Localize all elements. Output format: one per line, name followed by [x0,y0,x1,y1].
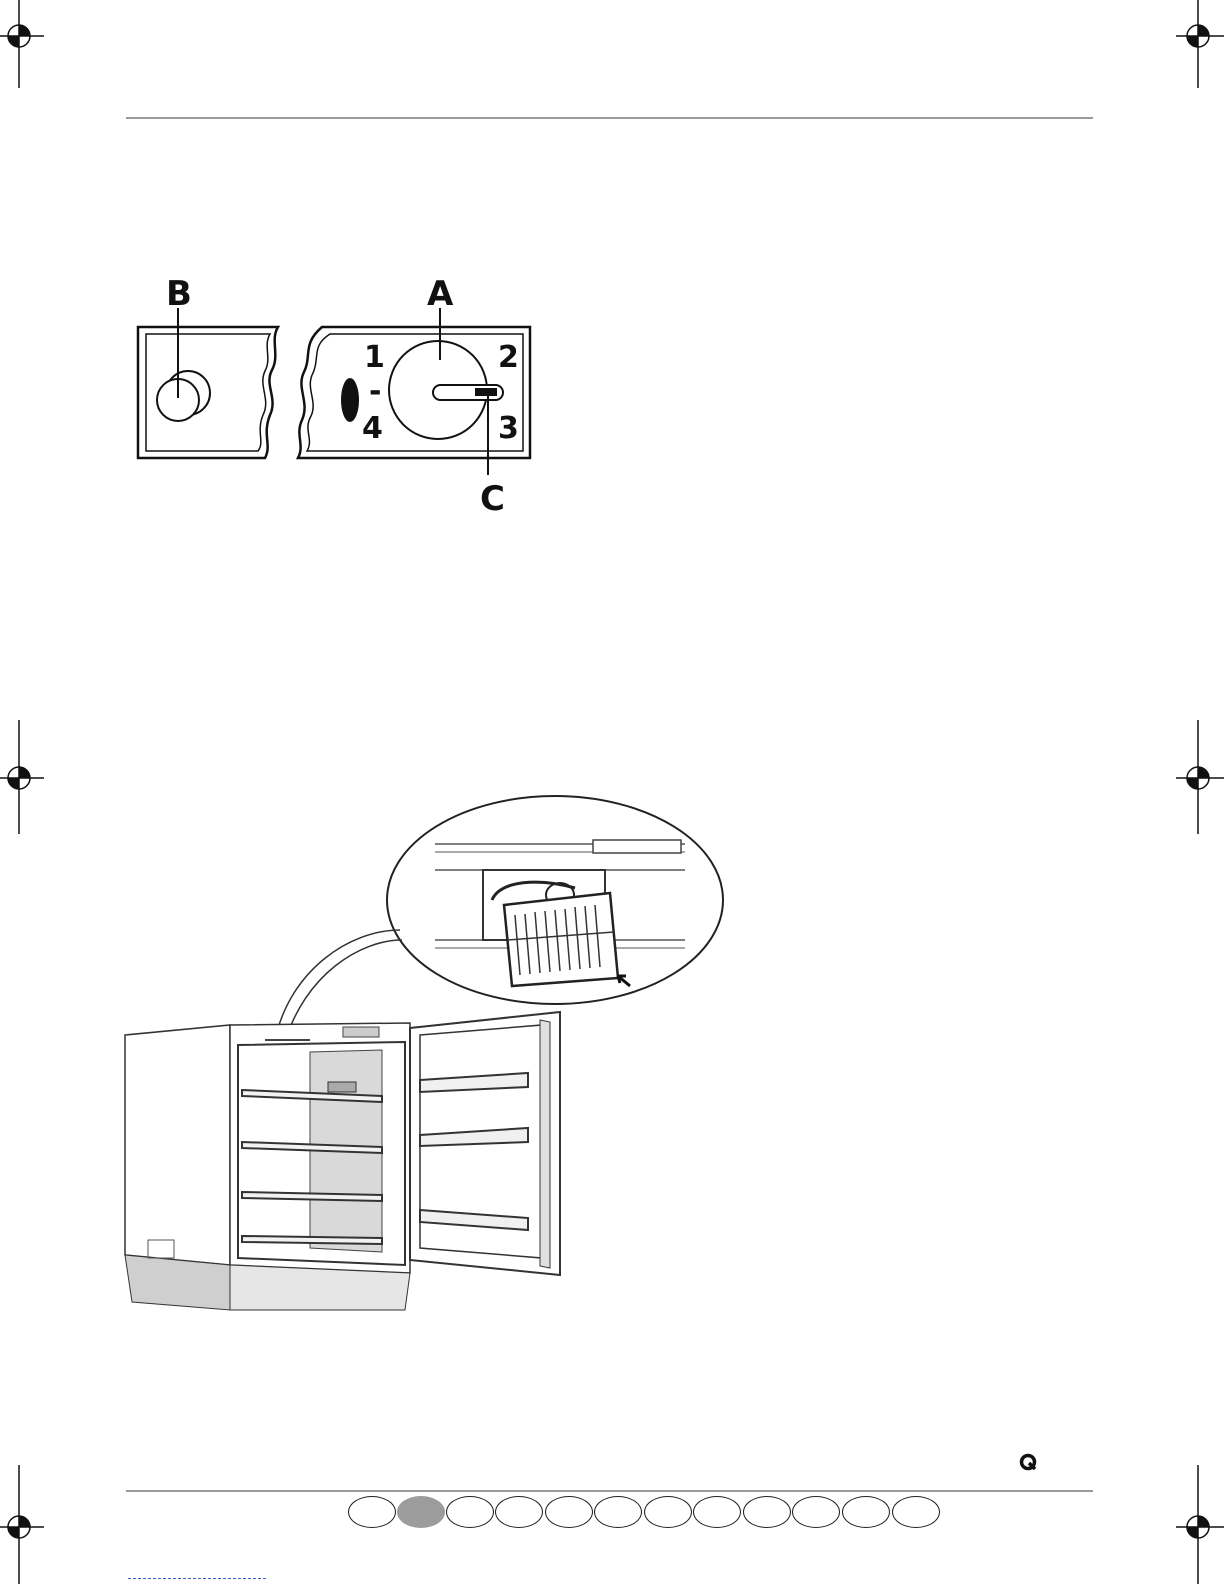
footer-rule [126,1490,1093,1492]
registration-crosshair-icon [0,1465,45,1585]
language-tab[interactable] [693,1496,741,1528]
language-tab[interactable] [892,1496,940,1528]
language-tab[interactable] [545,1496,593,1528]
registration-crosshair-icon [1176,720,1225,835]
dial-number-3: 3 [498,411,519,446]
control-panel-figure: B A C 1 - 4 2 3 [130,270,540,520]
language-tab[interactable] [644,1496,692,1528]
dial-number-1: 1 [364,340,385,375]
header-rule [126,117,1093,119]
callout-a: A [427,274,454,314]
registration-crosshair-icon [1176,0,1225,90]
fridge-door [410,1012,560,1275]
fridge-body [125,1023,410,1310]
language-tabs [348,1496,944,1530]
registration-crosshair-icon [1176,1465,1225,1585]
light-cover-detail [387,796,723,1004]
language-tab[interactable] [743,1496,791,1528]
dial-dash: - [369,374,381,409]
q-mark-icon [1018,1452,1038,1472]
dial-number-2: 2 [498,340,519,375]
language-tab[interactable] [792,1496,840,1528]
language-tab[interactable] [495,1496,543,1528]
fridge-figure [120,790,730,1315]
registration-crosshair-icon [0,720,45,835]
dial-number-4: 4 [362,411,383,446]
language-tab[interactable] [842,1496,890,1528]
registration-crosshair-icon [0,0,45,90]
callout-b: B [166,274,192,314]
bottom-link-underline[interactable] [128,1578,266,1580]
language-tab[interactable] [446,1496,494,1528]
language-tab[interactable] [348,1496,396,1528]
callout-c: C [480,479,505,519]
language-tab-active[interactable] [397,1496,445,1528]
language-tab[interactable] [594,1496,642,1528]
indicator-light [341,378,359,422]
